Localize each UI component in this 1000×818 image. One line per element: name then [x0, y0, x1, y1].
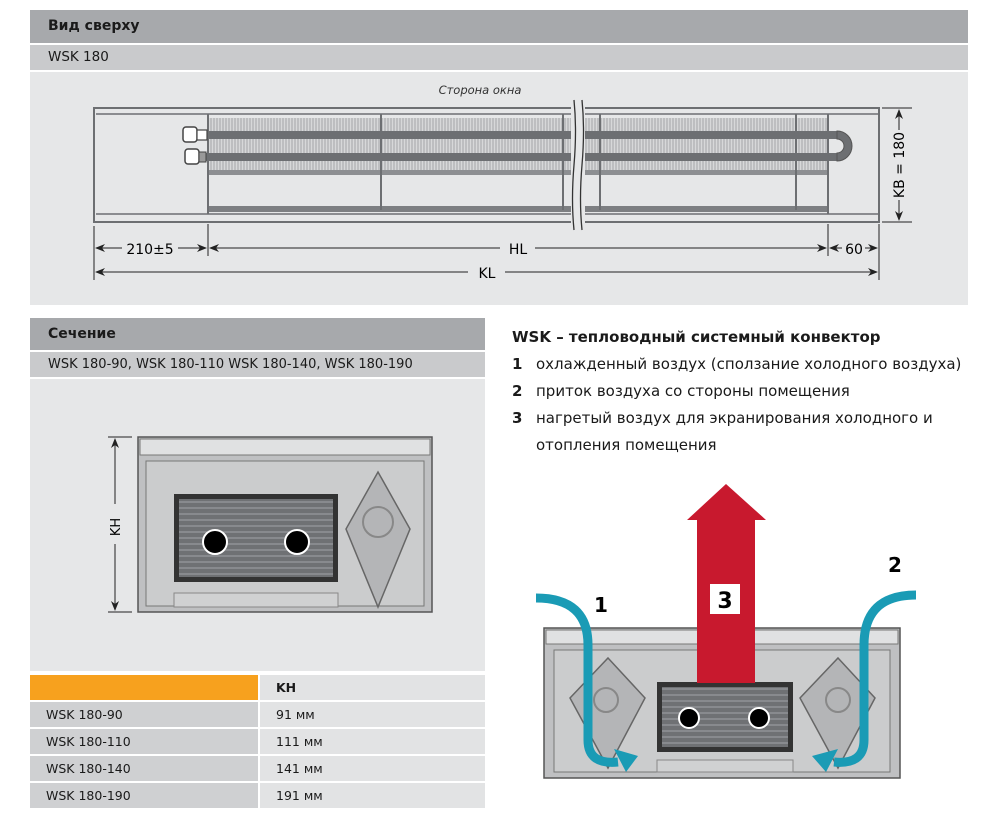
label-3-box [710, 584, 740, 614]
header-cell-model [30, 675, 260, 700]
model-cell: WSK 180-110 [30, 729, 260, 754]
top-view-model: WSK 180 [30, 45, 968, 70]
section-models: WSK 180-90, WSK 180-110 WSK 180-140, WSK… [30, 352, 485, 377]
room-air-arrow-2 [833, 590, 917, 767]
hot-air-arrow [687, 484, 766, 683]
dim-hl-label: HL [509, 242, 528, 258]
arrow-2-head [812, 749, 838, 772]
model-cell: WSK 180-140 [30, 756, 260, 781]
label-1: 1 [594, 593, 608, 617]
window-side-label: Сторона окна [439, 83, 522, 97]
airflow-diagram: 3 1 2 [535, 484, 917, 779]
top-view-header: Вид сверху [30, 10, 968, 43]
legend-item: отопления помещения [536, 436, 717, 454]
dimension-lines [93, 107, 912, 280]
top-view-drawing: Сторона окна 210±5 HL 60 KL KB = [93, 83, 912, 282]
legend-title: WSK – тепловодный системный конвектор [512, 328, 881, 346]
dim-right-label: 60 [845, 242, 863, 258]
dim-kl-label: KL [479, 266, 496, 282]
model-cell: WSK 180-90 [30, 702, 260, 727]
dim-left-label: 210±5 [126, 242, 173, 258]
section-drawing: KH [108, 436, 433, 613]
kh-cell: 141 мм [260, 756, 485, 781]
model-cell: WSK 180-190 [30, 783, 260, 808]
dim-kb-label: KB = 180 [892, 132, 908, 198]
cold-air-arrow-1 [535, 593, 619, 767]
arrow-1-head [614, 749, 638, 772]
convector-top-frame [93, 99, 880, 231]
section-profile [137, 436, 433, 613]
table-header-row: KH [30, 675, 485, 700]
kh-cell: 91 мм [260, 702, 485, 727]
kh-cell: 191 мм [260, 783, 485, 808]
header-cell-kh: KH [260, 675, 485, 700]
section-header: Сечение [30, 318, 485, 350]
dim-kh-label: KH [109, 518, 124, 536]
label-3: 3 [717, 589, 732, 614]
kh-cell: 111 мм [260, 729, 485, 754]
label-2: 2 [888, 553, 902, 577]
